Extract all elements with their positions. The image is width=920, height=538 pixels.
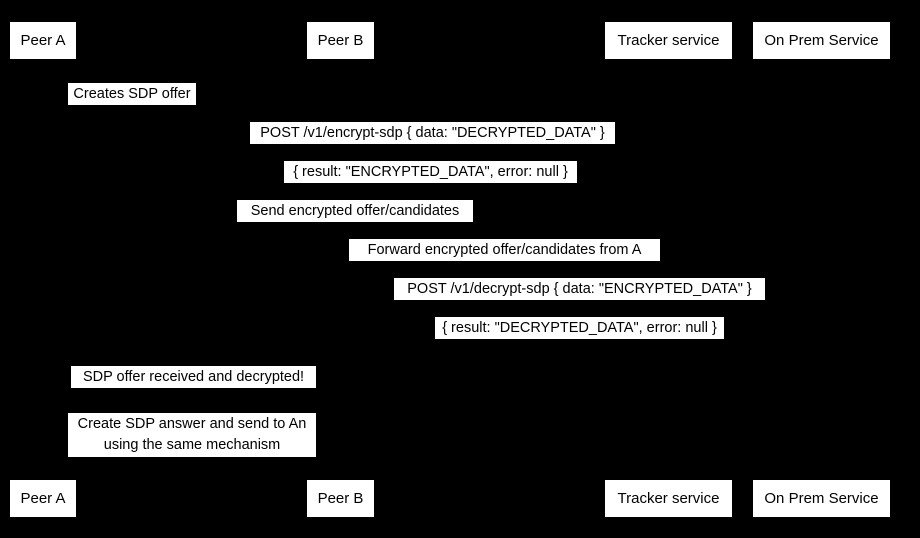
participant-peer-a-bottom[interactable]: Peer A xyxy=(10,480,76,517)
participant-tracker-service-top[interactable]: Tracker service xyxy=(605,22,732,59)
message-line-1: Create SDP answer and send to An xyxy=(77,416,307,432)
participant-on-prem-service-top[interactable]: On Prem Service xyxy=(753,22,890,59)
message-label-decrypted-result: { result: "DECRYPTED_DATA", error: null … xyxy=(435,317,724,339)
participant-peer-a-top[interactable]: Peer A xyxy=(10,22,76,59)
participant-peer-b-top[interactable]: Peer B xyxy=(307,22,374,59)
participant-peer-b-bottom[interactable]: Peer B xyxy=(307,480,374,517)
lifeline-on-prem-service xyxy=(821,59,822,480)
message-label-post-encrypt-sdp: POST /v1/encrypt-sdp { data: "DECRYPTED_… xyxy=(250,122,615,144)
message-label-create-sdp-answer: Create SDP answer and send to An using t… xyxy=(68,413,316,457)
lifeline-peer-a xyxy=(43,59,44,480)
message-label-send-encrypted-offer: Send encrypted offer/candidates xyxy=(237,200,473,222)
participant-tracker-service-bottom[interactable]: Tracker service xyxy=(605,480,732,517)
lifeline-peer-b xyxy=(340,59,341,480)
message-label-encrypted-result: { result: "ENCRYPTED_DATA", error: null … xyxy=(284,161,577,183)
message-label-sdp-offer-received: SDP offer received and decrypted! xyxy=(71,366,316,388)
message-line-2: using the same mechanism xyxy=(103,437,281,453)
participant-on-prem-service-bottom[interactable]: On Prem Service xyxy=(753,480,890,517)
lifeline-tracker-service xyxy=(668,59,669,480)
message-label-forward-encrypted-offer: Forward encrypted offer/candidates from … xyxy=(349,239,660,261)
message-label-post-decrypt-sdp: POST /v1/decrypt-sdp { data: "ENCRYPTED_… xyxy=(394,278,765,300)
message-label-creates-sdp-offer: Creates SDP offer xyxy=(68,83,196,105)
